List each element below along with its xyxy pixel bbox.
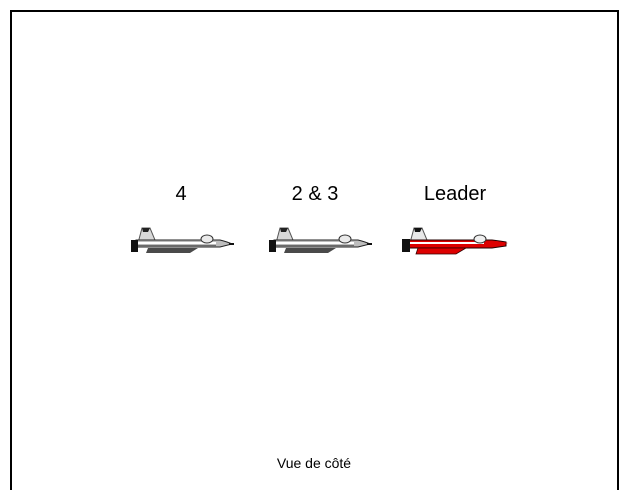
label-positions-2-3: 2 & 3 [291, 183, 339, 205]
aircraft-leader-icon [402, 227, 508, 255]
aircraft-positions-2-3-icon [269, 227, 372, 253]
aircraft-position-4-icon [131, 227, 234, 253]
diagram-caption: Vue de côté [276, 455, 352, 471]
label-leader: Leader [423, 183, 487, 205]
label-position-4: 4 [175, 183, 187, 205]
